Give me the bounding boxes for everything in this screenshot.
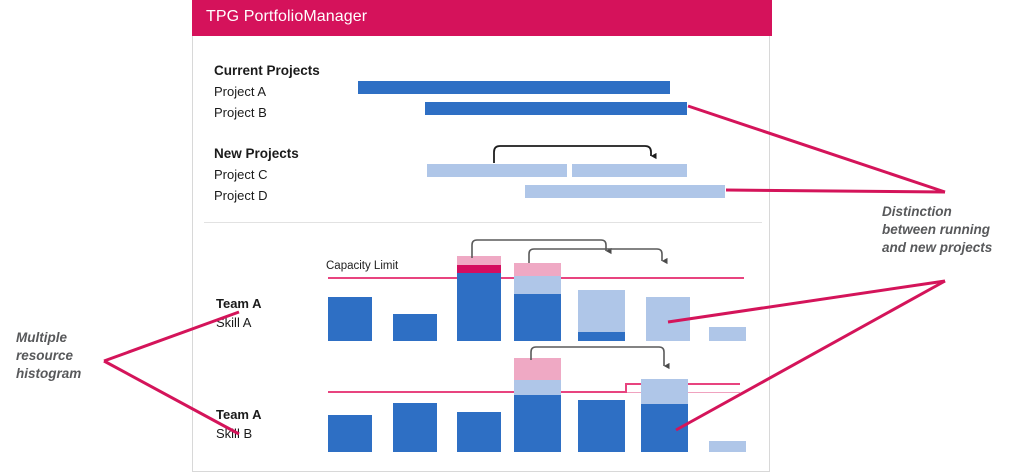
annotation-left-line-1: Multiple xyxy=(16,330,67,345)
group-title-new-projects: New Projects xyxy=(214,146,299,161)
segment-new-overload xyxy=(457,256,501,265)
gantt-row-label-project-a: Project A xyxy=(214,84,267,99)
gantt-bar-project-a[interactable] xyxy=(358,81,670,94)
segment-overload xyxy=(457,265,501,273)
histogram-2-bar-3[interactable] xyxy=(457,412,501,452)
gantt-bar-project-c-part2[interactable] xyxy=(572,164,687,177)
gantt-bar-project-b[interactable] xyxy=(425,102,687,115)
gantt-row-label-project-c: Project C xyxy=(214,167,268,182)
histogram-1-bar-3[interactable] xyxy=(457,256,501,341)
segment-current xyxy=(641,404,688,452)
section-divider xyxy=(204,222,762,223)
segment-current xyxy=(328,415,372,452)
segment-new xyxy=(514,276,561,294)
histogram-2-team-label: Team A xyxy=(216,407,262,422)
segment-current xyxy=(578,332,625,341)
histogram-2-skill-label: Skill B xyxy=(216,426,253,441)
segment-new xyxy=(646,297,690,341)
segment-new-overload xyxy=(514,263,561,276)
histogram-1-bar-1[interactable] xyxy=(328,297,372,341)
histogram-2-bar-7[interactable] xyxy=(709,441,746,452)
app-header: TPG PortfolioManager xyxy=(192,0,772,36)
segment-current xyxy=(457,273,501,341)
group-title-current-projects: Current Projects xyxy=(214,63,320,78)
segment-new xyxy=(578,290,625,332)
segment-new xyxy=(641,379,688,404)
histogram-1-team-label: Team A xyxy=(216,296,262,311)
histogram-1-bar-5[interactable] xyxy=(578,290,625,341)
histogram-2-bar-4[interactable] xyxy=(514,358,561,452)
histogram-2-bar-2[interactable] xyxy=(393,403,437,452)
annotation-multiple-resource-histogram: Multiple resource histogram xyxy=(16,329,136,383)
histogram-1-bar-6[interactable] xyxy=(646,297,690,341)
annotation-right-line-1: Distinction xyxy=(882,204,952,219)
histogram-1-bar-4[interactable] xyxy=(514,263,561,341)
segment-new xyxy=(709,441,746,452)
segment-current xyxy=(328,297,372,341)
annotation-right-line-2: between running xyxy=(882,222,990,237)
segment-current xyxy=(514,294,561,341)
annotation-right-line-3: and new projects xyxy=(882,240,993,255)
gantt-bar-project-c-part1[interactable] xyxy=(427,164,567,177)
segment-current xyxy=(393,403,437,452)
app-title: TPG PortfolioManager xyxy=(206,8,368,25)
histogram-2-bar-5[interactable] xyxy=(578,400,625,452)
histogram-2-capacity-line-seg1 xyxy=(328,391,626,393)
segment-current xyxy=(457,412,501,452)
histogram-1-skill-label: Skill A xyxy=(216,315,252,330)
annotation-left-line-2: resource xyxy=(16,348,74,363)
histogram-2-capacity-line-step xyxy=(625,383,627,393)
segment-current xyxy=(578,400,625,452)
annotation-distinction-running-new: Distinction between running and new proj… xyxy=(882,203,1024,257)
histogram-1-bar-2[interactable] xyxy=(393,314,437,341)
segment-new-overload xyxy=(514,358,561,380)
gantt-row-label-project-b: Project B xyxy=(214,105,267,120)
segment-new xyxy=(514,380,561,395)
gantt-bar-project-d[interactable] xyxy=(525,185,725,198)
segment-current xyxy=(393,314,437,341)
histogram-1-bar-7[interactable] xyxy=(709,327,746,341)
gantt-row-label-project-d: Project D xyxy=(214,188,268,203)
segment-current xyxy=(514,395,561,452)
histogram-2-bar-6[interactable] xyxy=(641,379,688,452)
histogram-2-bar-1[interactable] xyxy=(328,415,372,452)
segment-new xyxy=(709,327,746,341)
capacity-limit-label: Capacity Limit xyxy=(326,260,399,272)
annotation-left-line-3: histogram xyxy=(16,366,82,381)
